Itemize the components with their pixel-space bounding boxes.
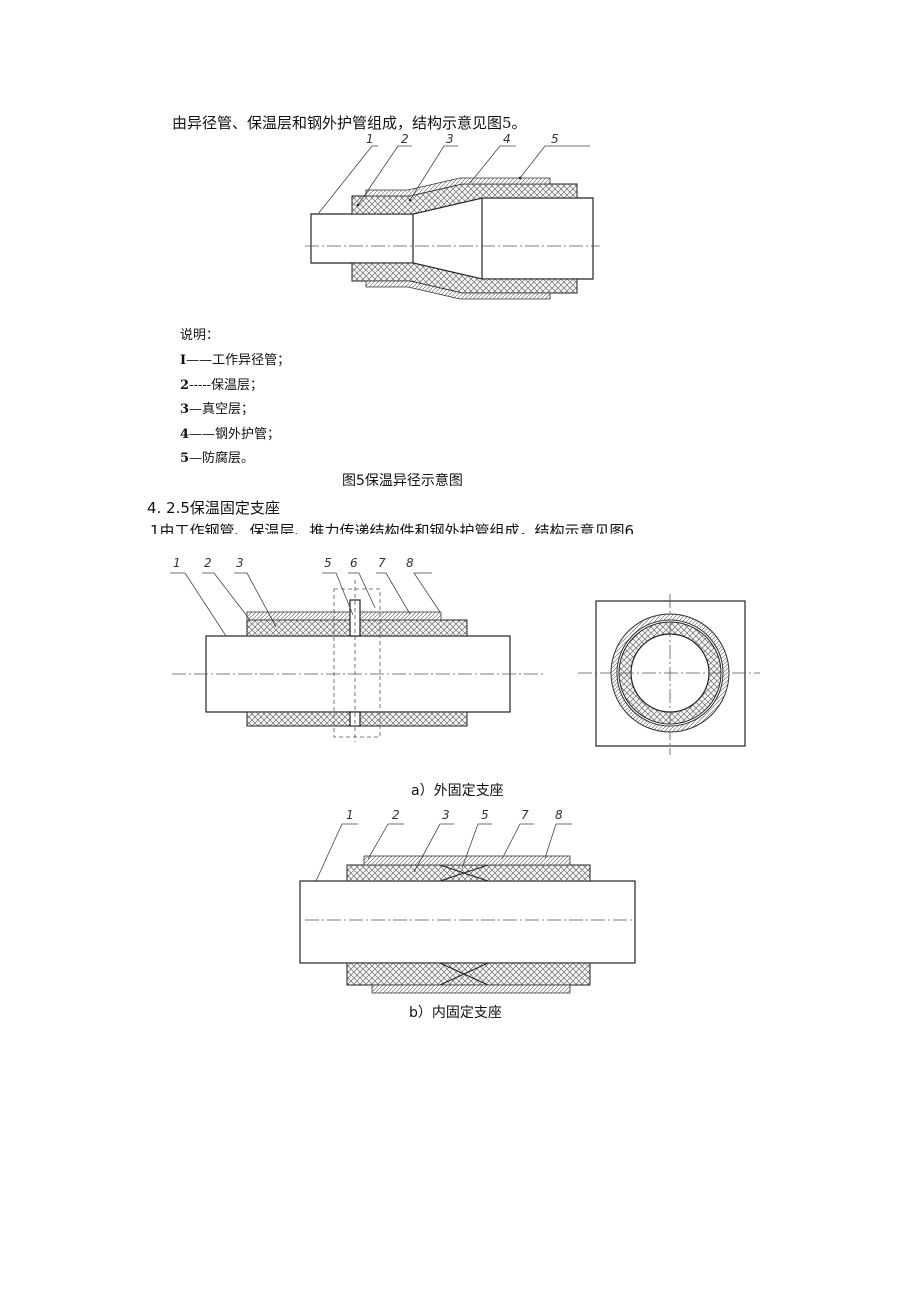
callout-number: 8	[406, 556, 414, 570]
detail-box	[333, 588, 381, 738]
callout-number: 5	[481, 808, 489, 822]
leader-line	[413, 572, 441, 613]
legend-item: 5—防腐层。	[180, 447, 254, 466]
outer-casing	[363, 855, 571, 866]
legend-num: I	[180, 353, 187, 368]
legend-item: 3—真空层；	[180, 398, 254, 417]
insulation-layer	[351, 183, 578, 215]
legend-sep: —	[189, 402, 203, 417]
legend-title: 说明：	[180, 328, 220, 343]
legend-sep: ——	[189, 427, 216, 442]
leader-line	[461, 823, 492, 869]
legend-num: 4	[180, 427, 190, 442]
callout-number: 3	[446, 132, 454, 146]
intro-line: 由异径管、保温层和钢外护管组成，结构示意见图5。	[172, 114, 527, 132]
leader-line	[544, 823, 572, 859]
legend-item: 4——钢外护管；	[180, 423, 280, 442]
legend-label: 钢外护管；	[215, 427, 281, 442]
section-heading: 4. 2.5保温固定支座	[147, 499, 280, 517]
callout-number: 7	[521, 808, 529, 822]
leader-line	[519, 145, 590, 179]
insulation-layer	[346, 864, 591, 882]
leader-line	[317, 145, 378, 215]
legend-num: 3	[180, 402, 190, 417]
leader-line	[413, 823, 454, 873]
legend-sep: -----	[189, 378, 212, 393]
callout-number: 1	[173, 556, 181, 570]
leader-line	[322, 572, 354, 616]
figure-6b-caption: b）内固定支座	[409, 1005, 502, 1021]
work-pipe	[299, 880, 636, 964]
legend-label: 真空层；	[202, 402, 255, 417]
legend-label: 保温层；	[211, 378, 264, 393]
figure-6a-caption: a）外固定支座	[411, 783, 504, 799]
leader-line	[469, 145, 516, 184]
outer-casing	[365, 177, 551, 197]
leader-line	[315, 823, 358, 882]
leader-line	[501, 823, 534, 860]
figure-6a-section-view	[578, 594, 760, 755]
callout-number: 5	[551, 132, 559, 146]
figure-5-drawing: 1 2 3 4 5	[305, 132, 600, 300]
support-plate	[595, 600, 746, 747]
figure-6a-side-view: 1 2 3 5 6 7 8	[170, 556, 545, 742]
insulation-layer	[346, 962, 591, 986]
callout-number: 2	[401, 132, 409, 146]
leader-line	[234, 572, 277, 628]
callout-number: 1	[366, 132, 374, 146]
callout-number: 8	[555, 808, 563, 822]
callout-number: 1	[346, 808, 354, 822]
legend-num: 5	[180, 451, 190, 466]
leader-line	[348, 572, 376, 609]
legend-label: 工作异径管；	[212, 353, 291, 368]
outer-casing	[371, 984, 571, 994]
callout-number: 3	[236, 556, 244, 570]
thrust-structure	[439, 864, 489, 882]
figure-6b-drawing: 1 2 3 5 7 8	[299, 808, 636, 994]
leader-line	[202, 572, 251, 621]
leader-line	[367, 823, 404, 860]
legend-label: 防腐层。	[202, 451, 255, 466]
callout-number: 5	[324, 556, 332, 570]
callout-number: 3	[442, 808, 450, 822]
leader-line	[376, 572, 411, 615]
section-text-clipped: 1由工作钢管、保温层、推力传递结构件和钢外护管组成，结构示意见图6	[150, 522, 635, 534]
leader-line	[357, 145, 412, 206]
callout-number: 2	[204, 556, 212, 570]
legend-sep: ——	[186, 353, 213, 368]
legend-num: 2	[180, 378, 190, 393]
callout-number: 6	[350, 556, 358, 570]
outer-casing	[246, 611, 442, 621]
callout-number: 4	[503, 132, 511, 146]
callout-number: 7	[378, 556, 386, 570]
leader-line	[170, 572, 227, 637]
leader-line	[409, 145, 458, 201]
thrust-structure	[439, 962, 489, 986]
figure-5-caption: 图5保温异径示意图	[342, 473, 463, 489]
legend-item: 2-----保温层；	[180, 374, 263, 393]
insulation-layer	[351, 262, 578, 294]
callout-number: 2	[392, 808, 400, 822]
legend-sep: —	[189, 451, 203, 466]
outer-casing	[365, 280, 551, 300]
legend-item: I——工作异径管；	[180, 349, 290, 368]
